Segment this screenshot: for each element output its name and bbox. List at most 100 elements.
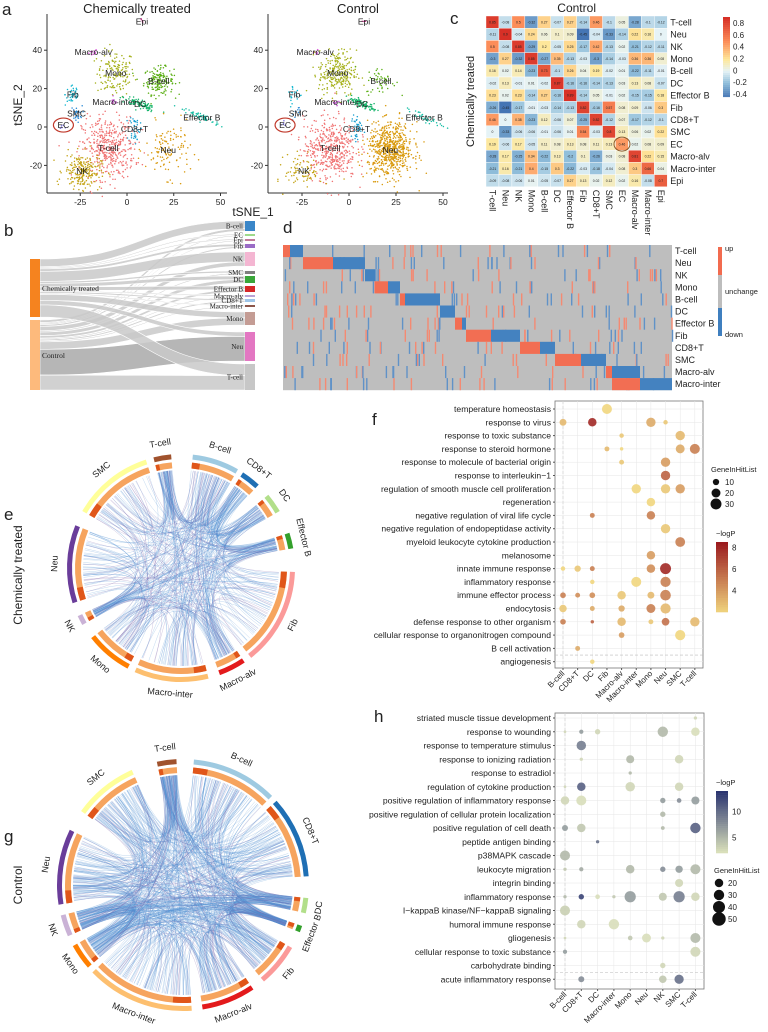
gene-cell	[623, 317, 625, 330]
sankey-target-node	[245, 295, 255, 297]
cell-point	[134, 133, 136, 135]
cell-point	[117, 135, 119, 138]
gene-cell	[413, 257, 415, 270]
cell-point	[170, 79, 172, 81]
cell-point	[345, 95, 348, 97]
cell-point	[329, 140, 331, 142]
cell-point	[70, 172, 72, 174]
gene-cell	[605, 305, 607, 318]
cell-point	[403, 125, 406, 127]
cell-point	[323, 126, 325, 129]
x-tick-label: 50	[438, 197, 448, 207]
cell-point	[161, 160, 163, 162]
cell-point	[177, 146, 180, 148]
cell-point	[367, 145, 370, 147]
cell-point	[159, 156, 162, 158]
cell-point	[313, 170, 315, 172]
heatmap-cell-value: -0.18	[592, 167, 600, 171]
cell-point	[378, 165, 381, 167]
cell-point	[93, 130, 96, 133]
cell-point	[94, 173, 96, 175]
gene-cell	[375, 257, 377, 270]
cell-point	[144, 71, 147, 74]
heatmap-row-label: B-cell	[670, 66, 693, 76]
cell-point	[115, 111, 118, 113]
cell-point	[144, 103, 146, 105]
cell-point	[128, 61, 131, 64]
cell-point	[302, 114, 304, 117]
gene-cell	[403, 257, 405, 270]
cell-point	[68, 172, 71, 174]
cell-point	[88, 174, 91, 177]
heatmap-cell-value: -0.15	[540, 167, 548, 171]
cell-point	[90, 173, 93, 176]
cell-point	[395, 156, 397, 158]
legend-label: down	[725, 330, 743, 339]
cell-point	[147, 86, 150, 89]
cell-point	[377, 133, 379, 135]
cell-point	[333, 160, 336, 162]
cell-point	[180, 129, 182, 132]
cell-point	[319, 49, 321, 52]
cell-point	[385, 170, 387, 172]
cell-point	[132, 72, 134, 74]
cell-point	[107, 63, 110, 65]
cell-point	[356, 135, 358, 138]
cell-point	[104, 181, 106, 183]
cell-point	[119, 87, 122, 90]
heatmap-cell-value: 0.01	[619, 69, 626, 73]
cell-point	[418, 189, 420, 192]
cell-point	[369, 144, 372, 147]
cell-point	[128, 81, 131, 83]
cell-point	[344, 59, 346, 61]
cell-point	[166, 86, 169, 88]
cell-point	[376, 162, 379, 165]
heatmap-cell-value: -0.26	[592, 155, 600, 159]
gene-cell	[451, 281, 453, 294]
cell-point	[85, 123, 87, 125]
deg-row-label: Effector B	[675, 319, 714, 329]
cell-point	[104, 170, 107, 173]
cell-point	[380, 129, 383, 131]
cell-point	[171, 182, 174, 185]
cell-point	[120, 69, 123, 72]
cell-point	[95, 179, 98, 182]
cell-point	[132, 157, 135, 159]
sector-outer-arc	[284, 532, 294, 550]
cell-point	[342, 167, 345, 170]
cell-point	[387, 172, 389, 174]
heatmap-cell-value: 0.85	[515, 45, 522, 49]
cell-point	[199, 115, 202, 118]
cell-point	[159, 71, 162, 74]
cell-point	[341, 138, 343, 140]
cell-point	[177, 135, 179, 138]
cell-point	[379, 153, 381, 155]
cell-point	[70, 174, 73, 176]
colorbar-segment	[723, 25, 730, 28]
heatmap-cell-value: -0.01	[657, 69, 665, 73]
cell-point	[124, 126, 126, 129]
cell-point	[217, 123, 219, 125]
cell-point	[320, 129, 323, 132]
cell-point	[380, 159, 383, 161]
cell-point	[99, 131, 101, 133]
cell-point	[341, 80, 343, 83]
cell-point	[96, 140, 98, 142]
cell-point	[72, 94, 74, 97]
cell-point	[293, 174, 295, 177]
cell-point	[125, 79, 127, 81]
cell-point	[78, 176, 80, 179]
cell-point	[374, 159, 377, 162]
cell-point	[136, 131, 139, 134]
cell-point	[151, 83, 154, 85]
gene-cell	[667, 353, 669, 366]
cell-point	[347, 94, 350, 96]
cell-point	[202, 114, 205, 116]
cell-point	[173, 132, 176, 135]
cell-point	[180, 146, 182, 149]
deg-row-label: Neu	[675, 258, 692, 268]
gene-cell	[423, 353, 425, 366]
cell-point	[298, 136, 300, 138]
colorbar-segment	[723, 83, 730, 86]
panel-label-c: c	[450, 9, 459, 28]
